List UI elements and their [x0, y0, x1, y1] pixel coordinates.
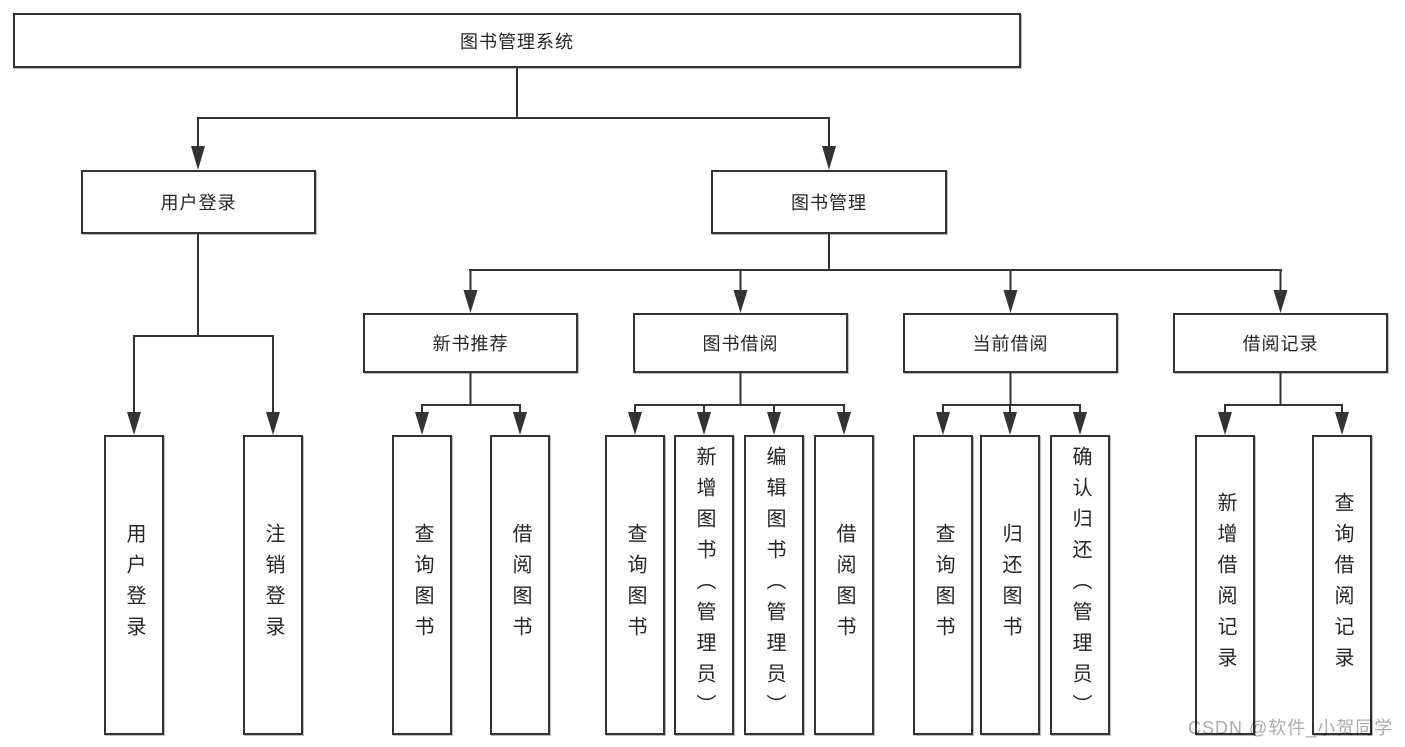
arrow-down-icon [697, 412, 711, 435]
leaf-label: 新增图书（管理员） [693, 445, 715, 725]
arrow-down-icon [191, 146, 205, 170]
leaf-node-add-books-admin: 新增图书（管理员） [674, 435, 734, 735]
arrow-down-icon [127, 412, 141, 435]
leaf-label: 查询图书 [411, 523, 433, 647]
arrow-down-icon [415, 412, 429, 435]
connector [634, 373, 845, 414]
leaf-node-edit-books-admin: 编辑图书（管理员） [744, 435, 804, 735]
node-user-login: 用户登录 [81, 170, 316, 234]
leaf-label: 借阅图书 [833, 523, 855, 647]
arrow-down-icon [463, 290, 478, 313]
node-system-root: 图书管理系统 [13, 13, 1021, 68]
node-book-management: 图书管理 [711, 170, 947, 234]
node-current-borrowing: 当前借阅 [903, 313, 1118, 373]
arrow-down-icon [767, 412, 781, 435]
leaf-label: 注销登录 [262, 523, 284, 647]
connector [1224, 373, 1343, 414]
leaf-node-borrow-books-2: 借阅图书 [814, 435, 874, 735]
arrow-down-icon [1073, 412, 1087, 435]
arrow-down-icon [837, 412, 851, 435]
arrow-down-icon [936, 412, 950, 435]
leaf-label: 查询图书 [624, 523, 646, 647]
leaf-node-query-books-2: 查询图书 [605, 435, 665, 735]
connector [421, 373, 521, 414]
connector [197, 118, 830, 148]
connector [469, 270, 1282, 292]
arrow-down-icon [1003, 290, 1018, 313]
connector [942, 373, 1081, 414]
leaf-label: 编辑图书（管理员） [763, 445, 785, 725]
leaf-node-add-borrow-record: 新增借阅记录 [1195, 435, 1255, 735]
arrow-down-icon [628, 412, 642, 435]
connector [197, 68, 830, 119]
arrow-down-icon [1273, 290, 1288, 313]
leaf-node-user-login: 用户登录 [104, 435, 164, 735]
leaf-label: 确认归还（管理员） [1069, 445, 1091, 725]
connector [133, 234, 274, 414]
leaf-label: 查询借阅记录 [1331, 492, 1353, 678]
leaf-node-query-borrow-record: 查询借阅记录 [1312, 435, 1372, 735]
leaf-label: 新增借阅记录 [1214, 492, 1236, 678]
leaf-label: 借阅图书 [509, 523, 531, 647]
arrow-down-icon [266, 412, 280, 435]
leaf-node-query-books-3: 查询图书 [913, 435, 973, 735]
arrow-down-icon [1335, 412, 1349, 435]
leaf-label: 归还图书 [999, 523, 1021, 647]
leaf-node-confirm-return-admin: 确认归还（管理员） [1050, 435, 1110, 735]
arrow-down-icon [513, 412, 527, 435]
arrow-down-icon [822, 146, 836, 170]
connector [469, 234, 1282, 271]
leaf-label: 查询图书 [932, 523, 954, 647]
leaf-node-logout: 注销登录 [243, 435, 303, 735]
leaf-label: 用户登录 [123, 523, 145, 647]
node-new-book-recommend: 新书推荐 [363, 313, 578, 373]
node-book-borrowing: 图书借阅 [633, 313, 848, 373]
leaf-node-return-books: 归还图书 [980, 435, 1040, 735]
arrow-down-icon [1003, 412, 1017, 435]
csdn-watermark: CSDN @软件_小贺同学 [1188, 718, 1394, 738]
leaf-node-query-books-1: 查询图书 [392, 435, 452, 735]
arrow-down-icon [1218, 412, 1232, 435]
node-borrowing-records: 借阅记录 [1173, 313, 1388, 373]
leaf-node-borrow-books-1: 借阅图书 [490, 435, 550, 735]
arrow-down-icon [733, 290, 748, 313]
